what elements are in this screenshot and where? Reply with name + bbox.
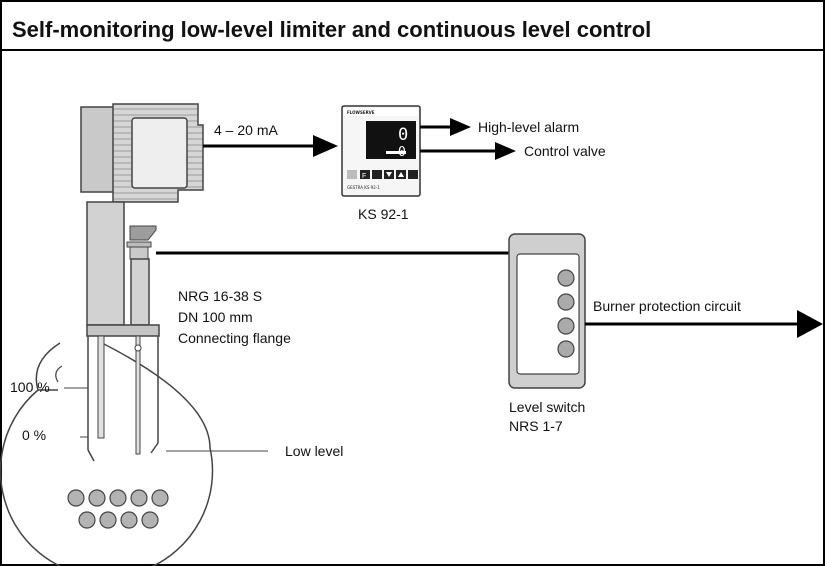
- level-0-label: 0 %: [22, 427, 46, 443]
- key-up-arrow-icon: [398, 172, 404, 177]
- switch-name-line1: Level switch: [509, 399, 585, 415]
- controller-panel-key: [347, 170, 357, 179]
- level-switch-nrs: [508, 233, 586, 389]
- probe-flange-label: Connecting flange: [178, 330, 291, 346]
- key-down-arrow-icon: [386, 172, 392, 177]
- switch-led-2: [557, 293, 575, 311]
- controller-name: KS 92-1: [358, 206, 409, 222]
- switch-name-line2: NRS 1-7: [509, 418, 563, 434]
- burner-arrow-head: [797, 310, 823, 338]
- controller-ks92: FLOWSERVE 0 0 F GESTRA KS 92-1: [341, 105, 421, 197]
- key-enter[interactable]: [408, 170, 418, 179]
- vessel: [0, 342, 214, 566]
- connecting-flange: [86, 324, 160, 337]
- switch-led-1: [557, 269, 575, 287]
- protection-tube: [87, 335, 159, 462]
- level-electrode: [126, 225, 157, 326]
- burner-protection-label: Burner protection circuit: [593, 298, 741, 314]
- probe-type-label: NRG 16-38 S: [178, 288, 262, 304]
- transmitter-head: [80, 103, 204, 203]
- probe-size-label: DN 100 mm: [178, 309, 253, 325]
- high-alarm-arrow-head: [450, 118, 471, 136]
- diagram-title: Self-monitoring low-level limiter and co…: [12, 17, 651, 42]
- display-bargraph: [386, 151, 406, 154]
- level-100-label: 100 %: [10, 379, 50, 395]
- display-top-digit: 0: [398, 125, 408, 145]
- low-level-label: Low level: [285, 443, 343, 459]
- signal-label: 4 – 20 mA: [214, 122, 278, 138]
- high-alarm-label: High-level alarm: [478, 119, 579, 135]
- key-f-label: F: [362, 173, 366, 180]
- control-valve-label: Control valve: [524, 143, 606, 159]
- key-f[interactable]: [360, 170, 370, 179]
- control-valve-arrow-head: [495, 142, 516, 160]
- controller-brand: FLOWSERVE: [347, 110, 375, 115]
- controller-model-small: GESTRA KS 92-1: [347, 185, 380, 190]
- switch-led-4: [557, 340, 575, 358]
- transmitter-column: [86, 201, 125, 326]
- key-hand[interactable]: [372, 170, 382, 179]
- signal-arrow-head: [313, 135, 338, 157]
- switch-led-3: [557, 317, 575, 335]
- heating-tubes: [67, 489, 169, 529]
